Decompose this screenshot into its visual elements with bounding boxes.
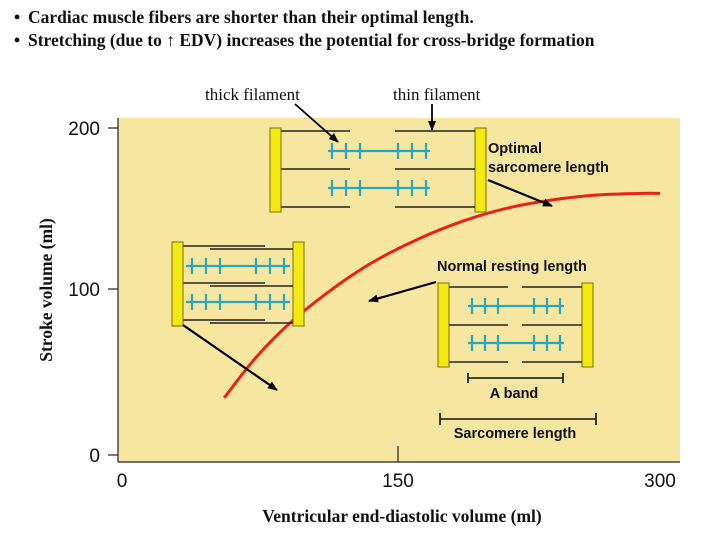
bullet-text: Cardiac muscle fibers are shorter than t…: [28, 7, 474, 27]
y-tick-label: 100: [68, 280, 100, 301]
sarcomere-normal: [437, 282, 597, 425]
bullet-text: Stretching (due to ↑ EDV) increases the …: [28, 30, 595, 50]
sarcomere-short: [171, 241, 305, 327]
optimal-label: Optimal: [488, 141, 542, 157]
thin-filament-label: thin filament: [393, 85, 481, 104]
bullet-list: •Cardiac muscle fibers are shorter than …: [14, 6, 714, 52]
sarcomere-length-label: Sarcomere length: [454, 426, 577, 442]
arrow-thick-filament: [294, 103, 339, 143]
z-disc: [437, 282, 450, 368]
normal-resting-label: Normal resting length: [437, 259, 587, 275]
optimal-label: sarcomere length: [488, 160, 609, 176]
bullet-item: •Cardiac muscle fibers are shorter than …: [14, 7, 474, 27]
x-tick-label: 150: [382, 471, 414, 492]
sarcomere-length-bracket: [439, 413, 597, 425]
x-tick-label: 0: [117, 471, 128, 492]
z-disc: [269, 127, 282, 213]
z-disc: [292, 241, 305, 327]
a-band-label: A band: [490, 386, 539, 402]
thick-filament-label: thick filament: [205, 85, 300, 104]
cross-bridges: [470, 298, 562, 314]
x-tick-label: 300: [644, 471, 676, 492]
y-tick-label: 200: [68, 119, 100, 140]
z-disc: [171, 241, 184, 327]
cross-bridges: [190, 258, 286, 274]
arrow-optimal: [487, 178, 553, 208]
z-disc: [581, 282, 594, 368]
arrow-normal: [368, 280, 437, 303]
y-axis-label: Stroke volume (ml): [36, 218, 56, 362]
cross-bridges: [330, 180, 428, 196]
z-disc: [474, 127, 487, 213]
x-axis-label: Ventricular end-diastolic volume (ml): [262, 506, 542, 526]
cross-bridges: [470, 335, 562, 351]
cross-bridges: [190, 294, 286, 310]
a-band-bracket: [467, 373, 564, 383]
cross-bridges: [330, 143, 428, 159]
sarcomere-optimal: [269, 127, 487, 213]
arrow-short: [182, 324, 278, 391]
y-tick-label: 0: [89, 446, 100, 467]
bullet-item: •Stretching (due to ↑ EDV) increases the…: [14, 30, 595, 50]
